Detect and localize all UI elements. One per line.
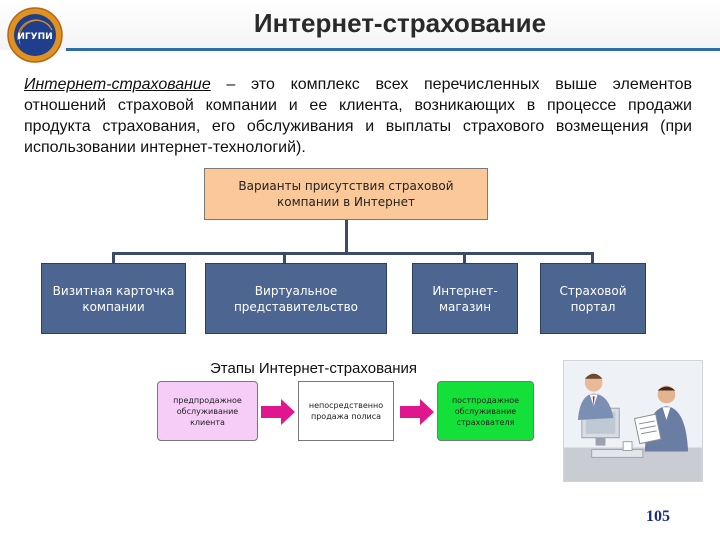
stage-post-sale: постпродажное обслуживание страхователя — [437, 381, 534, 441]
variant-business-card-label: Визитная карточка компании — [52, 283, 175, 314]
connector-variant-1 — [112, 252, 115, 264]
stage-sale: непосредственно продажа полиса — [298, 381, 394, 441]
connector-variant-2 — [283, 252, 286, 264]
connector-variant-3 — [463, 252, 466, 264]
stages-title: Этапы Интернет-страхования — [210, 360, 417, 377]
header-band — [0, 0, 720, 50]
stage-pre-sale-label: предпродажное обслуживание клиента — [173, 395, 242, 427]
connector-root-vertical — [345, 220, 348, 253]
arrow-right-icon — [261, 399, 295, 425]
presence-variants-root-label: Варианты присутствия страховой компании … — [238, 179, 454, 209]
stage-post-sale-label: постпродажное обслуживание страхователя — [451, 395, 520, 427]
variant-virtual-office-label: Виртуальное представительство — [233, 283, 359, 314]
connector-variant-4 — [591, 252, 594, 264]
variant-online-shop-label: Интернет-магазин — [432, 283, 498, 314]
university-logo: ИГУПИ — [7, 7, 63, 63]
defined-term: Интернет-страхование — [24, 76, 211, 93]
presence-variants-root: Варианты присутствия страховой компании … — [204, 168, 488, 220]
page-title: Интернет-страхование — [253, 8, 547, 38]
stage-sale-label: непосредственно продажа полиса — [308, 401, 384, 421]
variant-insurance-portal-label: Страховой портал — [559, 283, 627, 314]
stage-pre-sale: предпродажное обслуживание клиента — [157, 381, 258, 441]
definition-paragraph: Интернет-страхование – это комплекс всех… — [24, 74, 692, 158]
variant-virtual-office: Виртуальное представительство — [205, 263, 387, 334]
variant-online-shop: Интернет-магазин — [412, 263, 518, 334]
variant-insurance-portal: Страховой портал — [540, 263, 646, 334]
connector-horizontal — [112, 252, 594, 255]
variant-business-card: Визитная карточка компании — [41, 263, 186, 334]
definition-text: – это комплекс всех перечисленных выше э… — [24, 76, 692, 156]
slide-number: 105 — [646, 508, 670, 525]
business-meeting-illustration — [563, 360, 703, 482]
logo-text: ИГУПИ — [17, 32, 52, 42]
title-divider — [66, 48, 720, 51]
arrow-right-icon — [400, 399, 434, 425]
